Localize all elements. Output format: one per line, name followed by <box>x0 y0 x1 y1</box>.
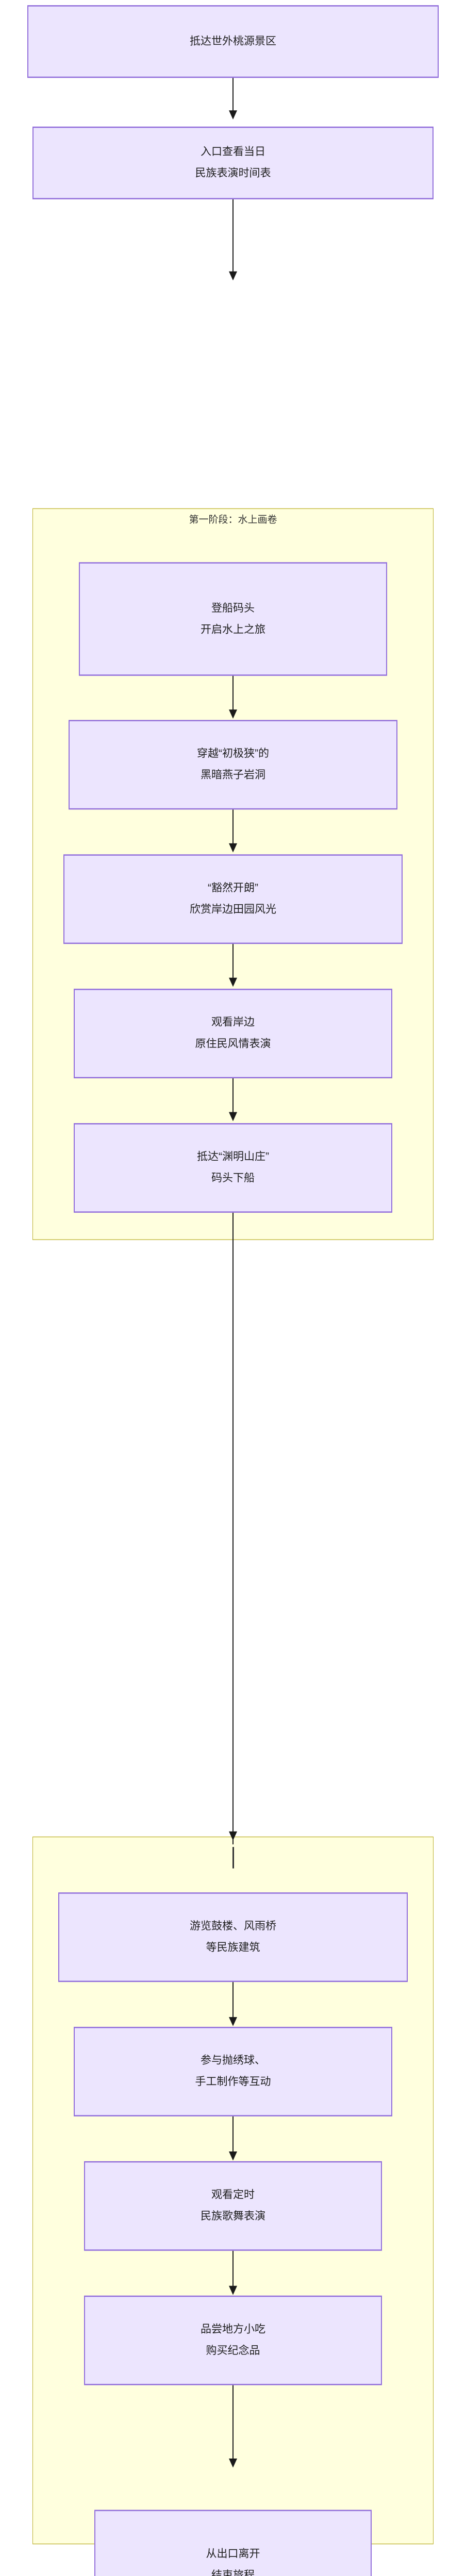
node-cave-line2: 黑暗燕子岩洞 <box>201 769 265 781</box>
edge-interactive-to-songdance-line <box>232 2116 234 2155</box>
node-dock-line2: 码头下船 <box>211 1172 255 1184</box>
node-openview[interactable]: “豁然开朗” 欣赏岸边田园风光 <box>63 854 403 944</box>
edge-songdance-to-snacks-line <box>232 2250 234 2290</box>
edge-shoreshow-to-dock-line <box>232 1077 234 1115</box>
node-exit[interactable]: 从出口离开 结束旅程 <box>94 2510 372 2576</box>
edge-interactive-to-songdance-arrow <box>229 2151 237 2161</box>
cluster-phase-2-label-stub <box>232 1846 234 1869</box>
node-interactive-line1: 参与抛绣球、 <box>201 2055 265 2067</box>
node-cave[interactable]: 穿越“初极狭”的 黑暗燕子岩洞 <box>69 720 397 810</box>
node-board-line1: 登船码头 <box>211 602 255 614</box>
edge-openview-to-shoreshow-line <box>232 942 234 981</box>
edge-snacks-to-exit-line <box>232 2385 234 2462</box>
edge-snacks-to-exit-arrow <box>229 2458 237 2468</box>
edge-schedule-to-board-line <box>232 198 234 275</box>
node-shoreshow-line2: 原住民风情表演 <box>195 1038 271 1050</box>
edge-arrive-to-schedule-arrow <box>229 110 237 120</box>
edge-architecture-to-interactive-line <box>232 1982 234 2021</box>
edge-openview-to-shoreshow-arrow <box>229 977 237 987</box>
node-cave-line1: 穿越“初极狭”的 <box>197 748 269 760</box>
node-songdance[interactable]: 观看定时 民族歌舞表演 <box>84 2161 382 2251</box>
node-openview-line2: 欣赏岸边田园风光 <box>190 903 276 916</box>
node-dock[interactable]: 抵达“渊明山庄” 码头下船 <box>74 1123 392 1213</box>
node-interactive-line2: 手工制作等互动 <box>195 2076 271 2088</box>
node-snacks-line2: 购买纪念品 <box>206 2344 260 2357</box>
node-schedule-line1: 入口查看当日 <box>201 146 265 158</box>
node-shoreshow[interactable]: 观看岸边 原住民风情表演 <box>74 989 392 1079</box>
edge-arrive-to-schedule-line <box>232 77 234 114</box>
node-songdance-line1: 观看定时 <box>211 2189 255 2201</box>
edge-cave-to-openview-arrow <box>229 843 237 853</box>
node-dock-line1: 抵达“渊明山庄” <box>197 1151 269 1163</box>
node-shoreshow-line1: 观看岸边 <box>211 1016 255 1029</box>
node-snacks[interactable]: 品尝地方小吃 购买纪念品 <box>84 2295 382 2385</box>
edge-dock-to-architecture-arrow <box>229 1831 237 1841</box>
node-openview-line1: “豁然开朗” <box>208 882 258 894</box>
node-arrive[interactable]: 抵达世外桃源景区 <box>27 5 439 78</box>
edge-songdance-to-snacks-arrow <box>229 2285 237 2295</box>
node-songdance-line2: 民族歌舞表演 <box>201 2210 265 2223</box>
node-schedule-line2: 民族表演时间表 <box>195 167 271 179</box>
node-arrive-line1: 抵达世外桃源景区 <box>190 35 276 47</box>
node-schedule[interactable]: 入口查看当日 民族表演时间表 <box>32 126 434 199</box>
edge-shoreshow-to-dock-arrow <box>229 1112 237 1122</box>
edge-board-to-cave-arrow <box>229 709 237 719</box>
cluster-phase-1-label: 第一阶段：水上画卷 <box>189 514 277 526</box>
edge-board-to-cave-line <box>232 674 234 713</box>
node-board[interactable]: 登船码头 开启水上之旅 <box>79 562 387 676</box>
edge-architecture-to-interactive-arrow <box>229 2017 237 2026</box>
edge-cave-to-openview-line <box>232 808 234 847</box>
node-exit-line1: 从出口离开 <box>206 2548 260 2560</box>
edge-dock-to-architecture-line <box>232 1211 234 1844</box>
node-interactive[interactable]: 参与抛绣球、 手工制作等互动 <box>74 2027 392 2116</box>
node-architecture[interactable]: 游览鼓楼、风雨桥 等民族建筑 <box>58 1892 408 1982</box>
node-architecture-line1: 游览鼓楼、风雨桥 <box>190 1920 276 1933</box>
edge-schedule-to-board-arrow <box>229 271 237 281</box>
node-board-line2: 开启水上之旅 <box>201 623 265 635</box>
node-exit-line2: 结束旅程 <box>211 2569 255 2576</box>
node-architecture-line2: 等民族建筑 <box>206 1941 260 1954</box>
node-snacks-line1: 品尝地方小吃 <box>201 2323 265 2335</box>
